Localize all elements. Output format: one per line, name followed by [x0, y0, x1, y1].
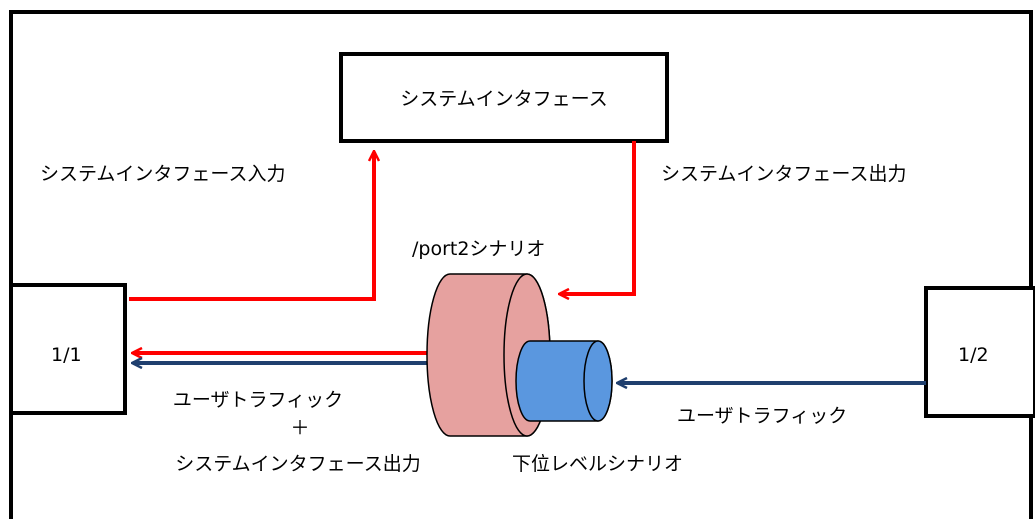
system-interface-output-arrow	[560, 141, 636, 294]
user-traffic-label: ユーザトラフィック	[677, 405, 847, 427]
system-interface-box-label: システムインタフェース	[400, 88, 607, 110]
port-1-1-label: 1/1	[51, 344, 82, 366]
port2-scenario-label: /port2シナリオ	[412, 238, 545, 260]
lower-level-scenario-label: 下位レベルシナリオ	[512, 453, 683, 475]
combined-traffic-plus: ＋	[290, 417, 309, 439]
system-interface-input-label: システムインタフェース入力	[40, 163, 285, 185]
lower-level-scenario-cylinder	[515, 340, 613, 422]
system-interface-box	[339, 52, 669, 143]
port-1-2-label: 1/2	[958, 344, 989, 366]
outer-frame	[9, 10, 1033, 519]
system-interface-input-arrow	[129, 152, 374, 301]
combined-traffic-line2: システムインタフェース出力	[175, 453, 420, 475]
port-1-1-box	[9, 283, 127, 415]
combined-traffic-line1: ユーザトラフィック	[173, 389, 343, 411]
port-1-2-box	[924, 286, 1035, 418]
system-interface-output-label: システムインタフェース出力	[661, 163, 906, 185]
